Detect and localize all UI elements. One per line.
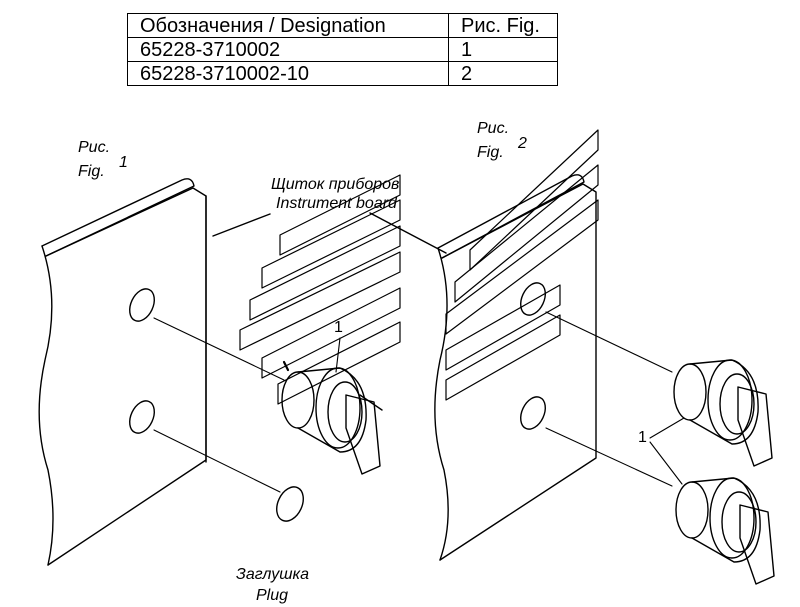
fig2-axis-top <box>545 311 673 373</box>
fig2-hole-top <box>520 282 546 316</box>
instrument-board-stripes <box>239 129 599 405</box>
fig1-number: 1 <box>119 154 128 171</box>
board-label-en: Instrument board <box>276 195 398 212</box>
callout-right: 1 <box>638 429 647 446</box>
fig1-panel <box>38 178 207 566</box>
plug-label: Заглушка Plug <box>236 566 309 604</box>
fig1-en: Fig. <box>78 163 105 180</box>
board-label-ru: Щиток приборов <box>271 176 399 193</box>
header-designation: Обозначения / Designation <box>127 13 449 38</box>
plug-disc <box>276 486 304 522</box>
header-fig: Рис. Fig. <box>448 13 558 38</box>
fig2-switch-top <box>673 359 773 467</box>
fig2-ru: Рис. <box>477 120 509 137</box>
designation-table: Обозначения / Designation Рис. Fig. 6522… <box>127 13 558 86</box>
plug-label-ru: Заглушка <box>236 566 309 583</box>
board-label: Щиток приборов Instrument board <box>271 176 399 212</box>
board-leader-right <box>369 212 447 254</box>
callout-left-leader <box>335 337 341 373</box>
row-fig: 2 <box>448 61 558 86</box>
fig1-label: Рис. Fig. 1 <box>78 139 128 180</box>
fig1-axis-top <box>153 317 285 381</box>
fig1-ru: Рис. <box>78 139 110 156</box>
board-leader-left <box>212 213 271 237</box>
fig1-hole-bottom <box>129 400 155 434</box>
fig2-axis-bottom <box>545 427 673 487</box>
fig2-number: 2 <box>517 135 527 152</box>
callout-right-leaders <box>649 417 685 485</box>
table-header-row: Обозначения / Designation Рис. Fig. <box>127 13 558 38</box>
fig2-label: Рис. Fig. 2 <box>477 120 527 161</box>
fig2-hole-bottom <box>520 396 546 430</box>
plug-axis <box>153 429 281 493</box>
fig1-hole-top <box>129 288 155 322</box>
row-fig: 1 <box>448 37 558 62</box>
table-row: 65228-3710002-10 2 <box>127 61 558 86</box>
row-designation: 65228-3710002-10 <box>127 61 449 86</box>
callout-left: 1 <box>334 319 343 336</box>
fig1-switch <box>153 317 383 475</box>
fig2-switch-bottom <box>675 477 775 585</box>
fig2-en: Fig. <box>477 144 504 161</box>
plug-label-en: Plug <box>256 587 288 604</box>
